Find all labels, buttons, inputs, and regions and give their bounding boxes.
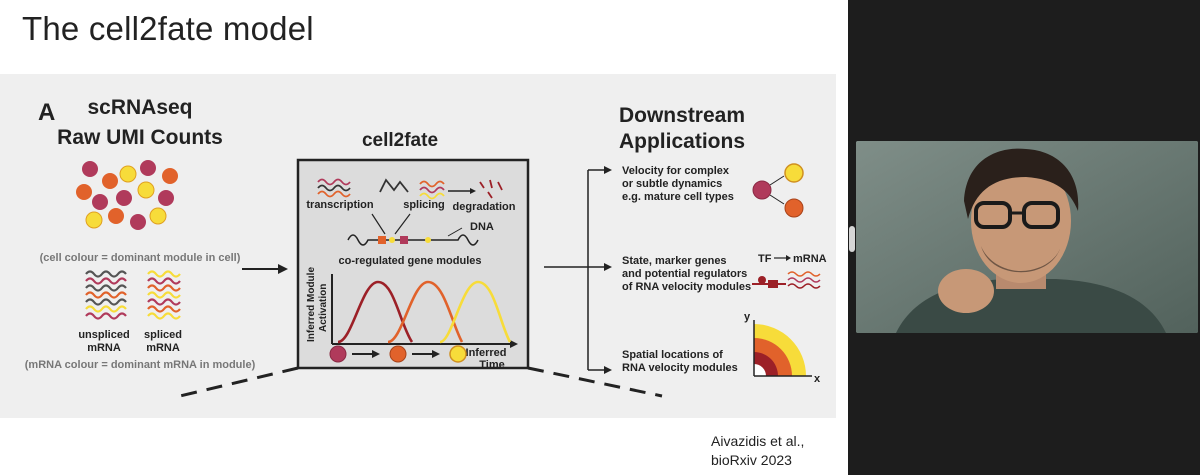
module1-curve xyxy=(337,280,414,344)
inferred-time-line2: Time xyxy=(479,359,504,371)
right-heading-line2: Applications xyxy=(619,130,745,153)
unspliced-label-line2: mRNA xyxy=(87,342,121,354)
app2-line2: and potential regulators xyxy=(622,268,747,280)
cell-colour-note: (cell colour = dominant module in cell) xyxy=(40,252,241,264)
module3-curve xyxy=(439,280,512,344)
cell-dot xyxy=(119,165,137,183)
app3-line1: Spatial locations of xyxy=(622,349,723,361)
yaxis-label-line2: Activation xyxy=(318,284,329,332)
yaxis-label-line1: Inferred Module xyxy=(306,267,317,342)
splicing-label: splicing xyxy=(403,199,445,211)
model-heading: cell2fate xyxy=(362,130,438,151)
right-heading-line1: Downstream xyxy=(619,104,745,127)
cell-dot xyxy=(140,160,156,176)
cell-dot xyxy=(130,214,146,230)
tf-arrowhead xyxy=(786,255,791,261)
spliced-label-line1: spliced xyxy=(144,329,182,341)
cell-cluster xyxy=(76,160,178,230)
app1-line1: Velocity for complex xyxy=(622,165,730,177)
plot-x-arrowhead xyxy=(510,340,518,348)
citation: Aivazidis et al., bioRxiv 2023 xyxy=(711,433,805,468)
transcription-label: transcription xyxy=(306,199,374,211)
cell-dot xyxy=(108,208,124,224)
spatial-axis-x: x xyxy=(814,373,821,385)
spliced-mrna-strands xyxy=(147,270,181,320)
app2-line1: State, marker genes xyxy=(622,255,727,267)
dna-label: DNA xyxy=(470,221,494,233)
arrow-to-model xyxy=(242,264,288,274)
degradation-label: degradation xyxy=(453,201,516,213)
app1-line2: or subtle dynamics xyxy=(622,178,722,190)
mrna-colour-note: (mRNA colour = dominant mRNA in module) xyxy=(25,359,256,371)
application-arrows xyxy=(588,166,612,374)
mrna-label: mRNA xyxy=(793,253,827,265)
process-arrowhead xyxy=(470,188,476,194)
app2-line3: of RNA velocity modules xyxy=(622,281,751,293)
cell-dot xyxy=(137,181,155,199)
module2-curve xyxy=(387,280,464,344)
spatial-axis-y: y xyxy=(744,311,751,323)
cell-dot xyxy=(158,190,174,206)
panel-resize-handle[interactable] xyxy=(849,226,855,252)
participant-video-tile[interactable] xyxy=(856,141,1198,333)
dna-strand xyxy=(347,227,479,246)
tf-label: TF xyxy=(758,253,772,265)
regulator-diagram xyxy=(752,271,821,289)
cell-dot xyxy=(149,207,167,225)
process-icons xyxy=(317,178,503,200)
left-heading-line2: Raw UMI Counts xyxy=(57,126,223,149)
inferred-time-line1: Inferred xyxy=(466,347,507,359)
cell-dot xyxy=(85,211,103,229)
speaker-video xyxy=(856,141,1198,333)
zoom-line-right xyxy=(527,366,663,398)
coregulated-label: co-regulated gene modules xyxy=(338,255,481,267)
spliced-label-line2: mRNA xyxy=(146,342,180,354)
spatial-diagram xyxy=(753,320,812,377)
cell-progression xyxy=(329,345,467,363)
app3-line2: RNA velocity modules xyxy=(622,362,738,374)
cell-dot xyxy=(76,184,92,200)
velocity-diagram xyxy=(752,163,804,218)
cell2fate-figure: A scRNAseq Raw UMI Counts xyxy=(25,96,827,398)
cell-dot xyxy=(82,161,98,177)
slide-title: The cell2fate model xyxy=(22,10,314,47)
left-heading-line1: scRNAseq xyxy=(87,96,192,119)
cell-dot xyxy=(102,173,118,189)
panel-letter: A xyxy=(38,99,55,126)
unspliced-label-line1: unspliced xyxy=(78,329,129,341)
zoom-line-left xyxy=(179,366,299,398)
cell-dot xyxy=(92,194,108,210)
app1-line3: e.g. mature cell types xyxy=(622,191,734,203)
presentation-slide: The cell2fate model A scRNAseq Raw UMI C… xyxy=(0,0,848,475)
regulation-arrows xyxy=(371,213,411,235)
unspliced-mrna-strands xyxy=(85,270,127,320)
cell-dot xyxy=(116,190,132,206)
figure-panel: A scRNAseq Raw UMI Counts xyxy=(0,74,836,418)
cell-dot xyxy=(162,168,178,184)
